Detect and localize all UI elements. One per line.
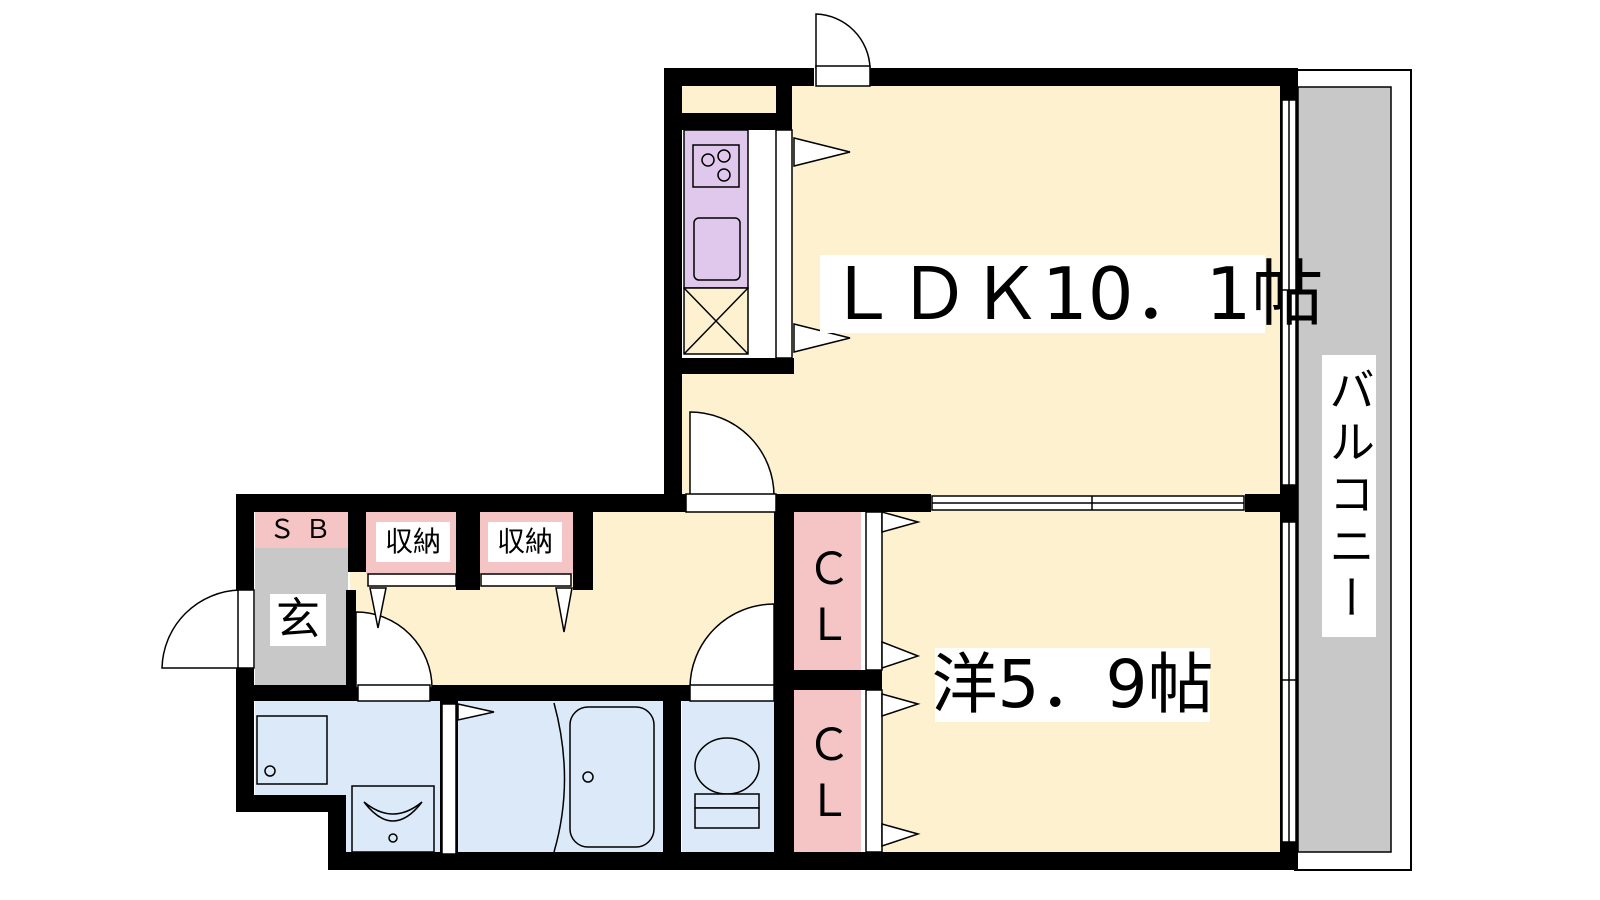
- windows: [931, 99, 1297, 843]
- entrance-label: 玄: [270, 594, 326, 646]
- closet-2-label-l: Ｌ: [807, 776, 851, 827]
- washroom-door: [355, 611, 433, 689]
- closet-1-label-c: Ｃ: [807, 544, 851, 595]
- toilet-door: [689, 603, 775, 689]
- closet-2-box: [793, 690, 861, 852]
- storage-1-label: 収納: [376, 522, 450, 562]
- western-room-label: 洋5．9帖: [931, 646, 1214, 723]
- shoe-box-label: ＳＢ: [269, 515, 342, 545]
- sink-icon: [693, 217, 741, 281]
- closet-1-label-l: Ｌ: [807, 600, 851, 651]
- toilet-icon: [694, 737, 760, 795]
- kitchen: [683, 129, 793, 359]
- bath-door-swing: [457, 703, 495, 721]
- balcony: [1294, 69, 1412, 871]
- ldk-door: [689, 411, 775, 497]
- balcony-label: バルコニー: [1322, 355, 1376, 637]
- wash-basin-icon: [351, 785, 435, 853]
- balcony-service-door: [815, 13, 871, 69]
- storage-2-label: 収納: [488, 522, 562, 562]
- stove-icon: [692, 144, 740, 188]
- shoe-box: [255, 512, 348, 548]
- washing-machine-pan: [256, 715, 328, 785]
- closet-2-label-c: Ｃ: [807, 720, 851, 771]
- ldk-label: ＬＤＫ10．1帖: [820, 255, 1323, 333]
- bathtub-icon: [569, 706, 655, 848]
- door-markers: [369, 137, 1296, 848]
- doors: [161, 13, 871, 855]
- closet-1-label: Ｃ Ｌ: [806, 548, 852, 648]
- closet-1-box: [793, 512, 861, 670]
- fixtures: [256, 702, 760, 853]
- closet-2-label: Ｃ Ｌ: [806, 724, 852, 824]
